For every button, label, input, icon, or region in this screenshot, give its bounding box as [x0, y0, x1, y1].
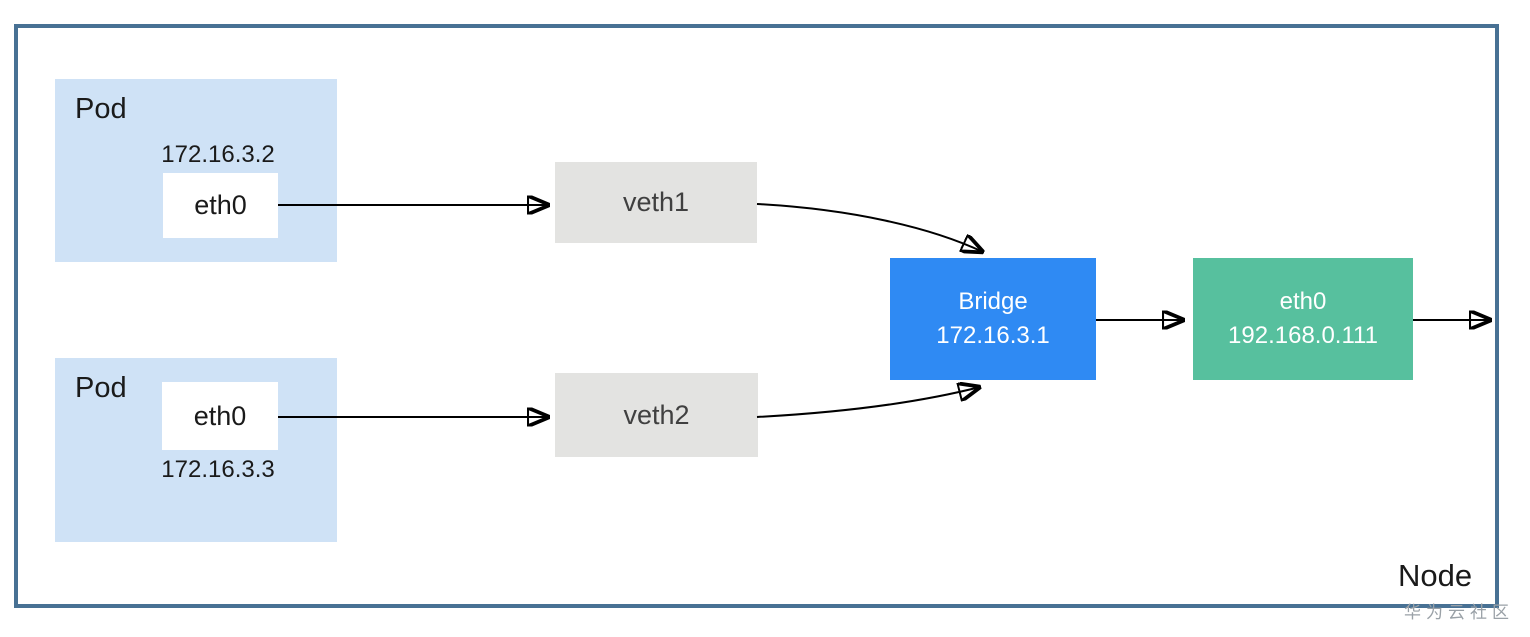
veth1-box: veth1 — [555, 162, 757, 243]
pod2-box: Pod eth0 172.16.3.3 — [55, 358, 337, 542]
node-eth0-ip: 192.168.0.111 — [1228, 322, 1378, 349]
watermark-text: 华为云社区 — [1404, 603, 1514, 622]
bridge-ip: 172.16.3.1 — [936, 322, 1050, 349]
veth2-box: veth2 — [555, 373, 758, 457]
bridge-box: Bridge 172.16.3.1 — [890, 258, 1096, 380]
node-eth0-box: eth0 192.168.0.111 — [1193, 258, 1413, 380]
pod1-eth0-box: eth0 — [163, 173, 278, 238]
pod2-ip: 172.16.3.3 — [161, 456, 275, 483]
node-label: Node — [1398, 558, 1473, 593]
pod2-eth0-box: eth0 — [162, 382, 278, 450]
node-eth0-label: eth0 — [1279, 288, 1327, 315]
pod1-label: Pod — [75, 93, 127, 125]
node-boundary-box — [14, 24, 1499, 608]
pod2-label: Pod — [75, 372, 127, 404]
pod1-ip: 172.16.3.2 — [161, 141, 275, 168]
pod1-box: Pod 172.16.3.2 eth0 — [55, 79, 337, 262]
bridge-label: Bridge — [958, 288, 1028, 315]
